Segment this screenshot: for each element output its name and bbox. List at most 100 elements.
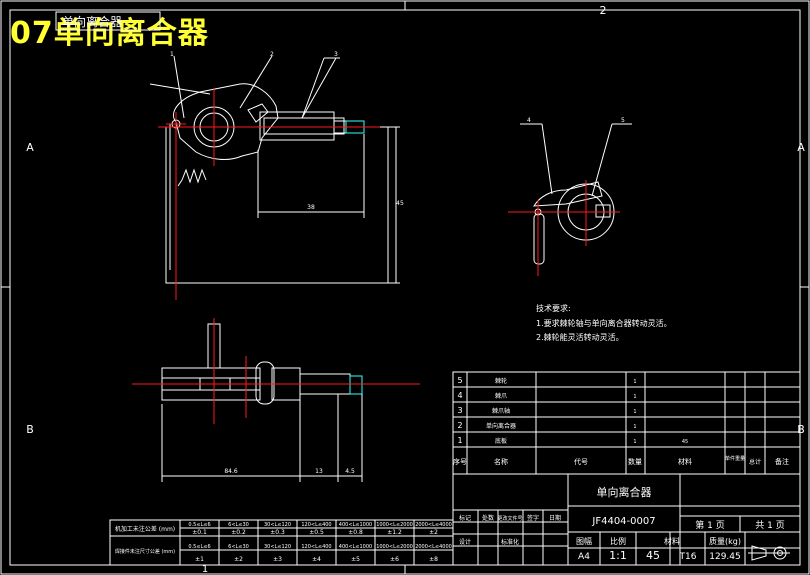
tech-req-line2: 2.棘轮能灵活转动灵活。	[536, 332, 624, 342]
bom-row-qty: 1	[633, 379, 636, 385]
bom-header-name: 名称	[494, 457, 508, 466]
inner-frame	[9, 9, 801, 566]
tol-range: 1000<L≤2000	[376, 522, 413, 528]
overlay-title: 07单向离合器	[10, 16, 209, 51]
dim-45: 45	[396, 200, 404, 207]
tol-row1-label: 机加工未注公差 (mm)	[115, 525, 175, 533]
bom-header-qty: 数量	[628, 457, 642, 466]
tb-label-count: 处数	[482, 514, 494, 522]
bom-header-note: 备注	[775, 457, 789, 466]
tolerance-table	[109, 519, 454, 566]
tol-row1-value: ±0.3	[270, 529, 285, 536]
bom-row-no: 1	[457, 436, 462, 445]
tol-row2-value: ±4	[312, 556, 321, 563]
bom-row-qty: 1	[633, 424, 636, 430]
grid-row-a-right: A	[797, 141, 805, 154]
bom-row-name: 棘爪	[495, 392, 507, 400]
part-label-3: 3	[334, 51, 338, 58]
tol-row1-value: ±0.8	[348, 529, 363, 536]
tol-range-row2: 0.5≤L≤6	[188, 544, 210, 550]
tb-format: A4	[578, 552, 590, 562]
tol-row2-value: ±3	[273, 556, 282, 563]
tol-row2-value: ±8	[429, 556, 438, 563]
tol-row2-value: ±6	[390, 556, 399, 563]
tol-row2-value: ±1	[195, 556, 204, 563]
tol-row2-value: ±5	[351, 556, 360, 563]
tb-weight-label: 质量(kg)	[709, 536, 741, 546]
bom-row-qty: 1	[633, 394, 636, 400]
dim-84-6: 84.6	[224, 468, 238, 475]
tol-range-row2: 6<L≤30	[228, 544, 249, 550]
tb-weight: 129.45	[709, 552, 741, 562]
tb-label-sign: 签字	[527, 514, 539, 522]
tol-row1-value: ±0.2	[231, 529, 246, 536]
title-block	[452, 473, 801, 566]
tol-row1-value: ±0.1	[192, 529, 207, 536]
tol-row2-value: ±2	[234, 556, 243, 563]
tech-req-line1: 1.要求棘轮轴与单向离合器转动灵活。	[536, 318, 672, 328]
part-label-4: 4	[527, 117, 531, 124]
bom-header-code: 代号	[574, 457, 588, 466]
tb-label-change: 更改文件号	[497, 515, 522, 522]
bom-row-no: 2	[457, 421, 462, 430]
grid-row-b-left: B	[26, 423, 34, 436]
tb-material: 45	[646, 549, 660, 562]
bom-row-name: 棘轮	[495, 377, 507, 385]
bom-row-no: 5	[457, 376, 462, 385]
tb-label-design: 设计	[459, 538, 471, 546]
tol-range-row2: 1000<L≤2000	[376, 544, 413, 550]
dim-4-5: 4.5	[345, 468, 355, 475]
tol-range: 400<L≤1000	[339, 522, 372, 528]
bom-row-no: 4	[457, 391, 462, 400]
tol-range: 6<L≤30	[228, 522, 249, 528]
title-block-sheets: 共 1 页	[755, 520, 784, 531]
side-view	[508, 123, 632, 276]
bom-row-material: 45	[682, 439, 688, 445]
tol-range-row2: 120<L≤400	[301, 544, 331, 550]
bom-row-name: 单向离合器	[486, 422, 516, 430]
tol-range-row2: 30<L≤120	[264, 544, 291, 550]
bom-row-qty: 1	[633, 409, 636, 415]
bom-header-total: 总计	[749, 458, 761, 466]
tech-req-title: 技术要求:	[536, 303, 571, 313]
bom-header-mat: 材料	[678, 457, 692, 466]
grid-row-a-left: A	[26, 141, 34, 154]
dim-38: 38	[307, 204, 315, 211]
tol-row1-value: ±2	[429, 529, 438, 536]
front-view	[132, 318, 420, 482]
tol-row1-value: ±1.2	[387, 529, 402, 536]
bom-row-name: 底板	[495, 437, 507, 445]
part-label-2: 2	[270, 51, 274, 58]
bom-row-qty: 1	[633, 439, 636, 445]
tb-label-mark: 标记	[459, 514, 471, 522]
grid-row-b-right: B	[797, 423, 805, 436]
title-block-name: 单向离合器	[597, 485, 652, 499]
bom-header-unit-weight: 单件重量	[725, 455, 745, 462]
tb-std: T16	[679, 552, 697, 562]
part-label-1: 1	[170, 51, 174, 58]
dim-13: 13	[315, 468, 323, 475]
tb-scale: 1:1	[609, 549, 627, 562]
small-title-box	[55, 11, 161, 31]
tol-row1-value: ±0.5	[309, 529, 324, 536]
grid-col-bottom: 1	[202, 564, 208, 575]
small-title-text: 单向离合器	[62, 14, 122, 29]
tol-range-row2: 400<L≤1000	[339, 544, 372, 550]
bom-header-no: 序号	[453, 457, 467, 466]
bom-row-name: 棘爪轴	[492, 407, 510, 415]
tol-row2-label: 焊接件未注尺寸公差 (mm)	[115, 548, 175, 555]
tb-scale-label: 比例	[610, 536, 626, 546]
grid-col-top: 2	[600, 4, 607, 17]
tb-format-label: 图幅	[576, 536, 592, 546]
tb-material-label: 材料	[664, 536, 680, 546]
main-view	[149, 55, 400, 300]
part-label-5: 5	[621, 117, 625, 124]
tol-range-row2: 2000<L≤4000	[415, 544, 452, 550]
title-block-sheet: 第 1 页	[695, 519, 724, 531]
tol-range: 0.5≤L≤6	[188, 522, 210, 528]
tb-label-date: 日期	[549, 514, 561, 522]
tol-range: 2000<L≤4000	[415, 522, 452, 528]
tol-range: 30<L≤120	[264, 522, 291, 528]
